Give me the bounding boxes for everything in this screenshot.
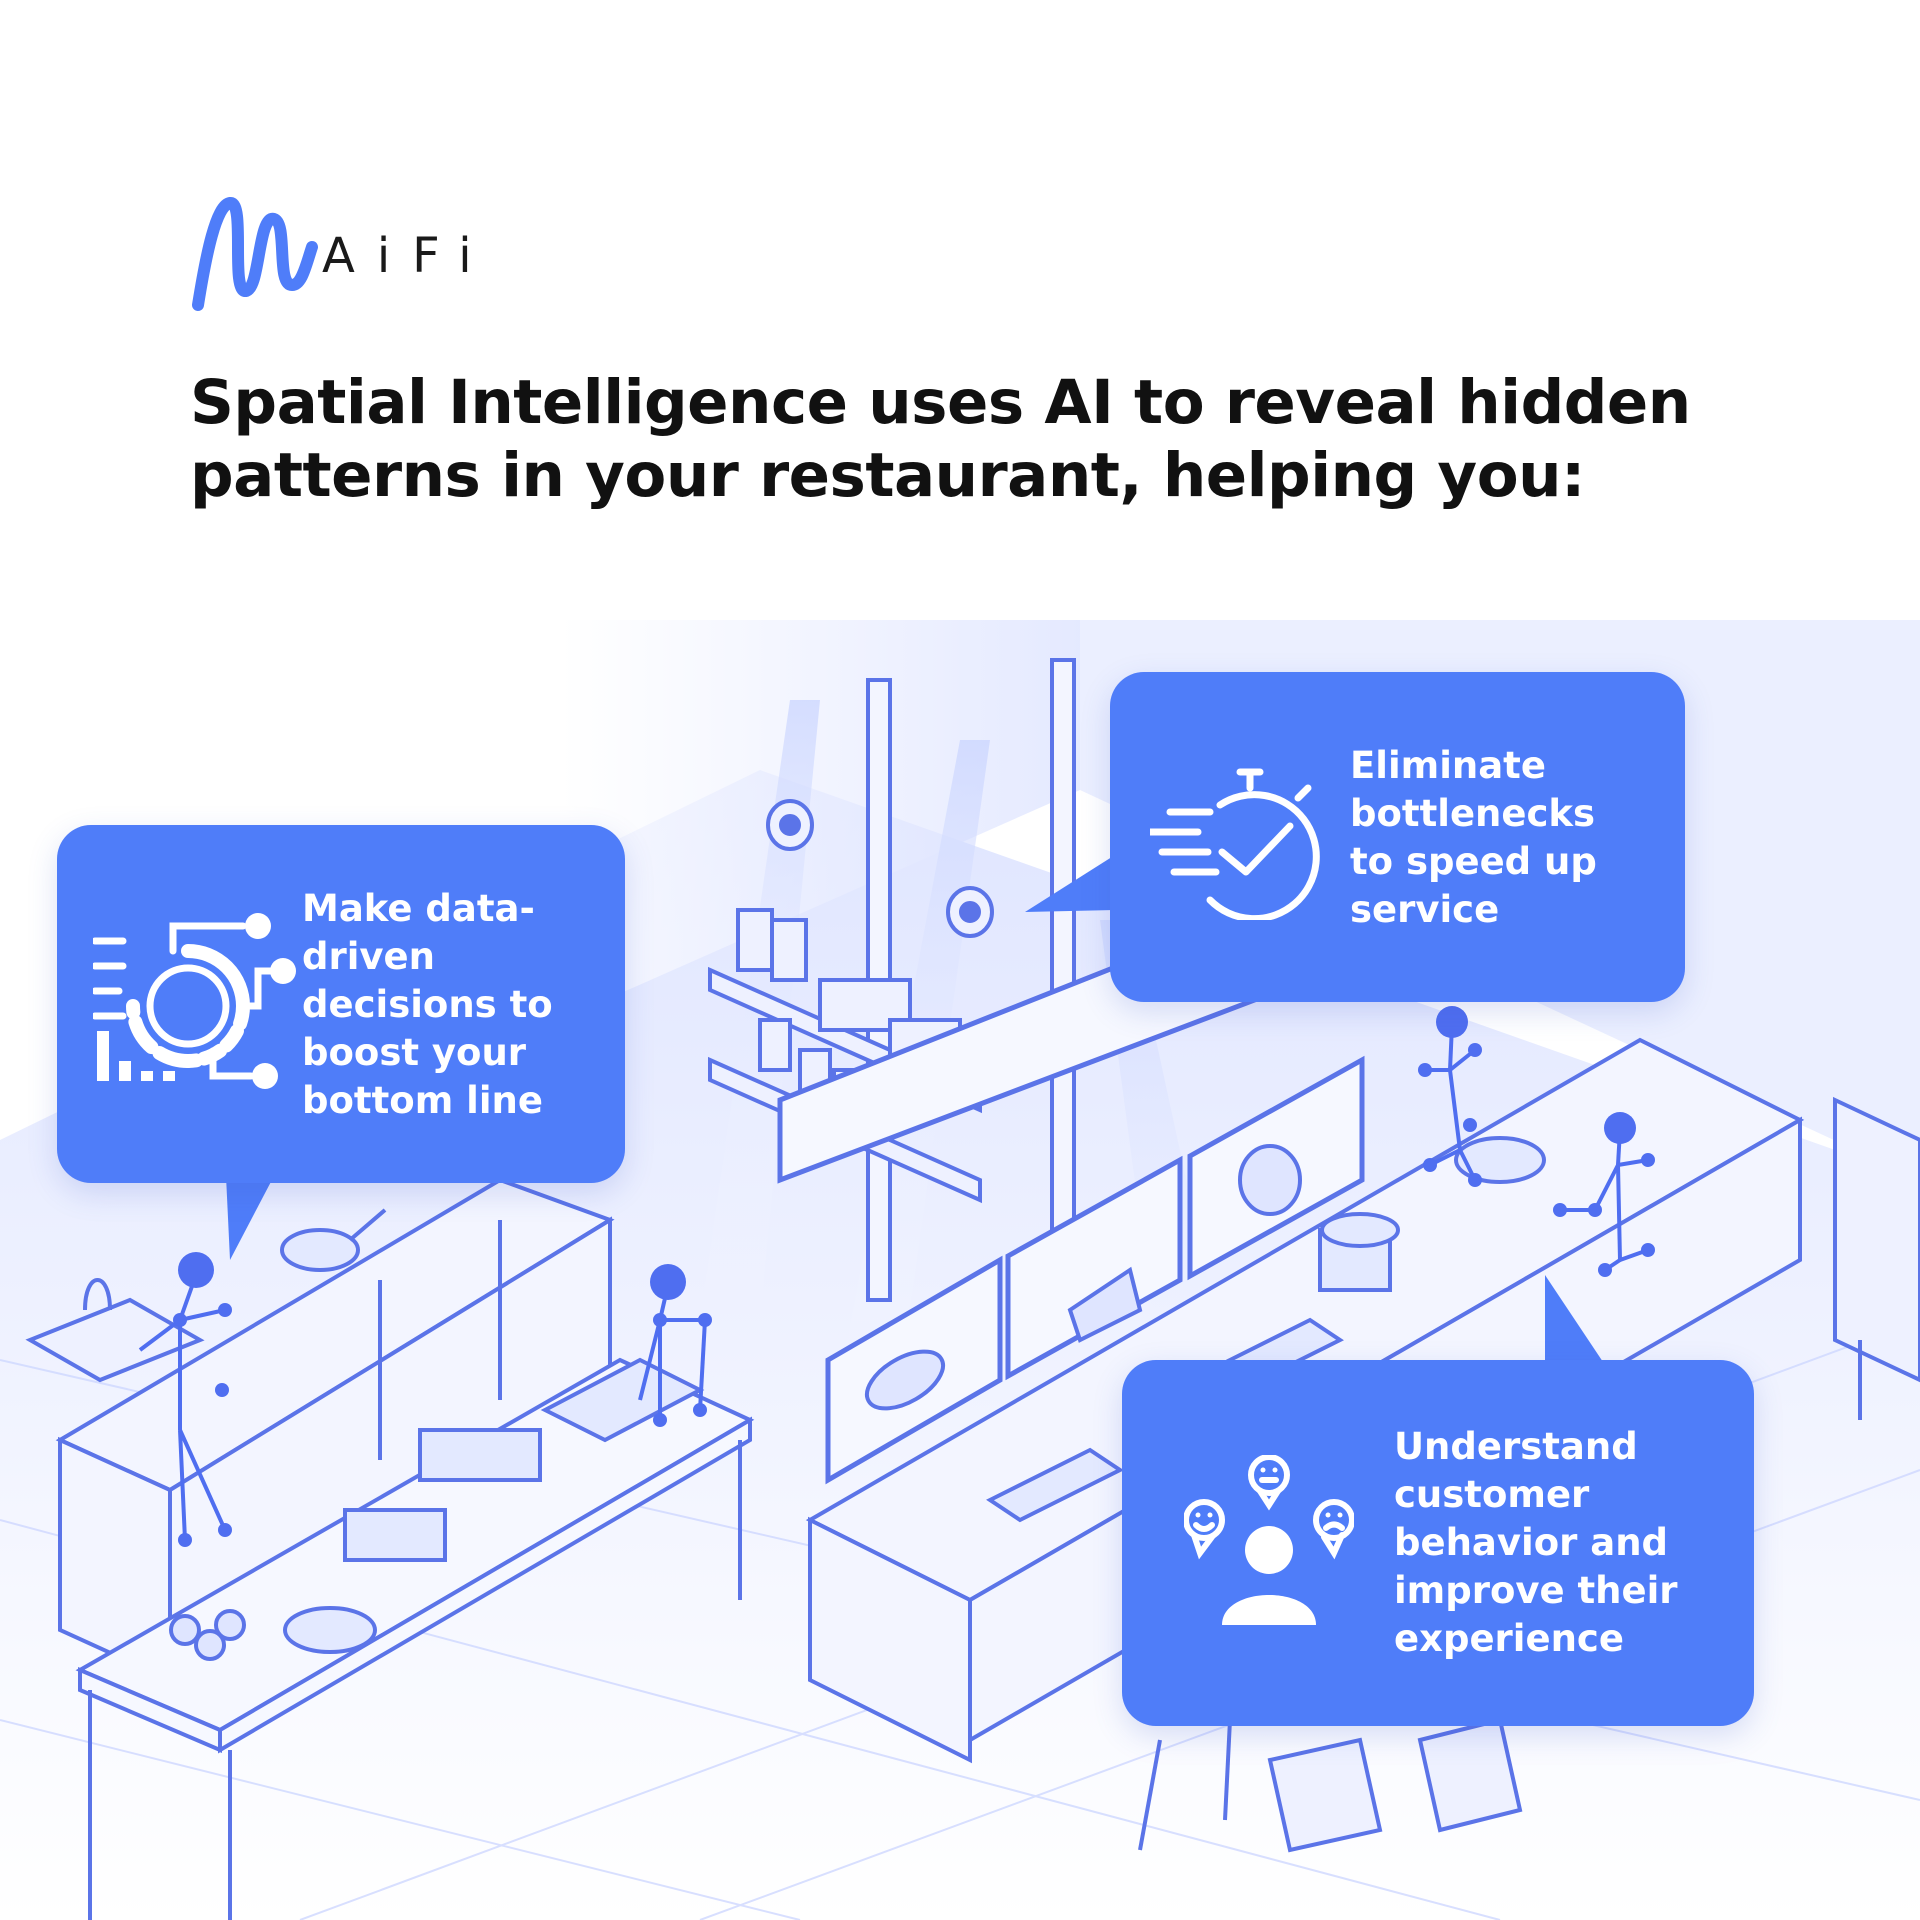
- callout-text: Make data- driven decisions to boost you…: [302, 887, 553, 1122]
- callout-bottlenecks: Eliminate bottlenecks to speed up servic…: [1110, 672, 1685, 1002]
- customer-sentiment-icon: [1184, 1455, 1354, 1625]
- callout-data-decisions: Make data- driven decisions to boost you…: [57, 825, 625, 1183]
- tracked-person: [138, 1274, 227, 1541]
- analytics-icon: [93, 913, 296, 1089]
- stopwatch-check-icon: [1150, 768, 1320, 920]
- callout-tail: [1025, 855, 1115, 912]
- back-wall: [560, 620, 1080, 1020]
- menu-food-items: [865, 1144, 1302, 1411]
- callout-customer: Understand customer behavior and improve…: [1122, 1360, 1754, 1726]
- aifi-logo: [192, 197, 318, 311]
- callout-text: Understand customer behavior and improve…: [1394, 1425, 1678, 1660]
- callout-tail: [1545, 1275, 1605, 1365]
- sink: [25, 1278, 205, 1383]
- ceiling-camera-icon: [766, 799, 994, 938]
- poster-stand: [1833, 1096, 1920, 1420]
- prep-table: [75, 1357, 755, 1920]
- page-headline: Spatial Intelligence uses AI to reveal h…: [190, 367, 1691, 511]
- dining-chairs: [1138, 1717, 1523, 1853]
- logo-wave-mark: [192, 197, 318, 311]
- callout-text: Eliminate bottlenecks to speed up servic…: [1350, 744, 1597, 931]
- logo-wordmark: AiFi: [322, 228, 494, 284]
